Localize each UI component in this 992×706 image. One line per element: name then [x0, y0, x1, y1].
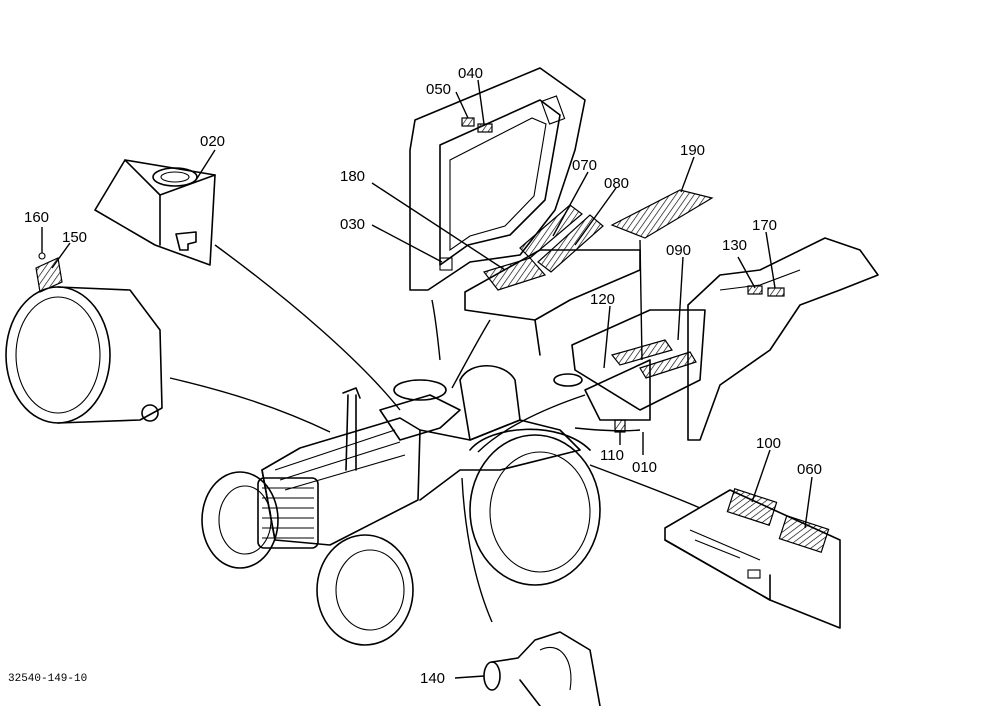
callout-leaders	[41, 79, 813, 679]
callout-180: 180	[340, 168, 365, 185]
drawing-code: 32540-149-10	[8, 673, 87, 685]
callout-labels: 020 040 050 180 030 070 080 190 090 120 …	[24, 65, 822, 687]
step-plate	[464, 189, 714, 356]
callout-070: 070	[572, 157, 597, 174]
callout-020: 020	[200, 133, 225, 150]
callout-110: 110	[600, 447, 624, 464]
air-cleaner-box	[94, 159, 216, 266]
callout-130: 130	[722, 237, 747, 254]
fender-panel	[409, 67, 586, 291]
decal-060	[778, 515, 830, 553]
connection-lines	[169, 244, 701, 623]
callout-060: 060	[797, 461, 822, 478]
callout-140: 140	[420, 670, 445, 687]
callout-120: 120	[590, 291, 615, 308]
tire-valve	[483, 631, 601, 706]
tractor-body	[201, 365, 601, 646]
control-console	[553, 309, 706, 433]
callout-010: 010	[632, 459, 657, 476]
right-fender	[687, 237, 879, 441]
callout-190: 190	[680, 142, 705, 159]
callout-040: 040	[458, 65, 483, 82]
decal-150	[35, 257, 63, 293]
callout-030: 030	[340, 216, 365, 233]
callout-090: 090	[666, 242, 691, 259]
decal-100	[726, 488, 778, 526]
callout-170: 170	[752, 217, 777, 234]
callout-080: 080	[604, 175, 629, 192]
callout-150: 150	[62, 229, 87, 246]
callout-050: 050	[426, 81, 451, 98]
decal-190	[610, 189, 714, 239]
callout-160: 160	[24, 209, 49, 226]
callout-100: 100	[756, 435, 781, 452]
radiator-shroud	[5, 252, 163, 424]
rear-panel	[664, 488, 841, 629]
